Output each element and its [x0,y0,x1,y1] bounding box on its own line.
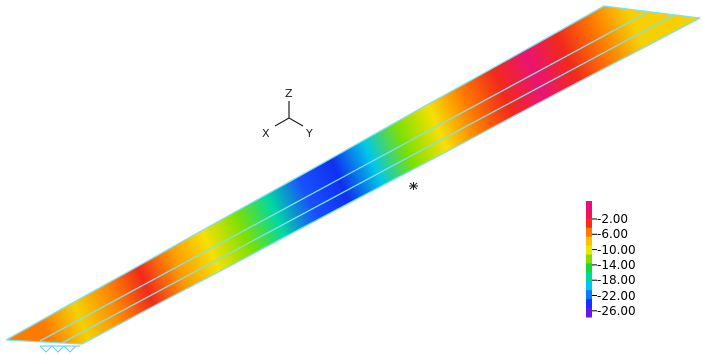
legend-color-segment [586,245,592,256]
legend-color-segment [586,281,592,291]
legend-color-bar [586,201,592,318]
legend-color-segment [586,254,592,264]
legend-color-segment [586,209,592,220]
x-axis-line [274,117,290,127]
legend-tick-label: -2.00 [597,212,629,226]
x-axis-label: X [262,127,270,140]
y-axis-label: Y [305,127,313,140]
legend-tick-label: -10.00 [597,242,636,257]
legend-tick-label: -26.00 [597,303,636,318]
axis-triad: Z X Y [262,87,313,140]
legend-tick-label: -18.00 [597,273,636,288]
legend-color-segment [586,299,592,309]
y-axis-line [288,117,304,127]
legend-color-segment [586,227,592,238]
legend-color-segment [586,272,592,282]
legend-color-segment [586,263,592,273]
girder-outline [5,5,701,345]
legend-ticks [592,218,597,312]
z-axis-label: Z [285,87,293,100]
support-bearing [39,345,80,353]
contour-legend: -2.00-6.00-10.00-14.00-18.00-22.00-26.00 [583,201,683,319]
legend-tick-label: -14.00 [597,257,636,272]
legend-tick-label: -6.00 [597,227,629,242]
legend-color-segment [586,201,592,211]
legend-color-segment [586,218,592,229]
legend-color-segment [586,308,592,318]
legend-color-segment [586,290,592,300]
node-marker [409,182,418,190]
legend-tick-label: -22.00 [597,288,636,303]
deck-contour-surface [6,6,700,344]
legend-color-segment [586,236,592,247]
